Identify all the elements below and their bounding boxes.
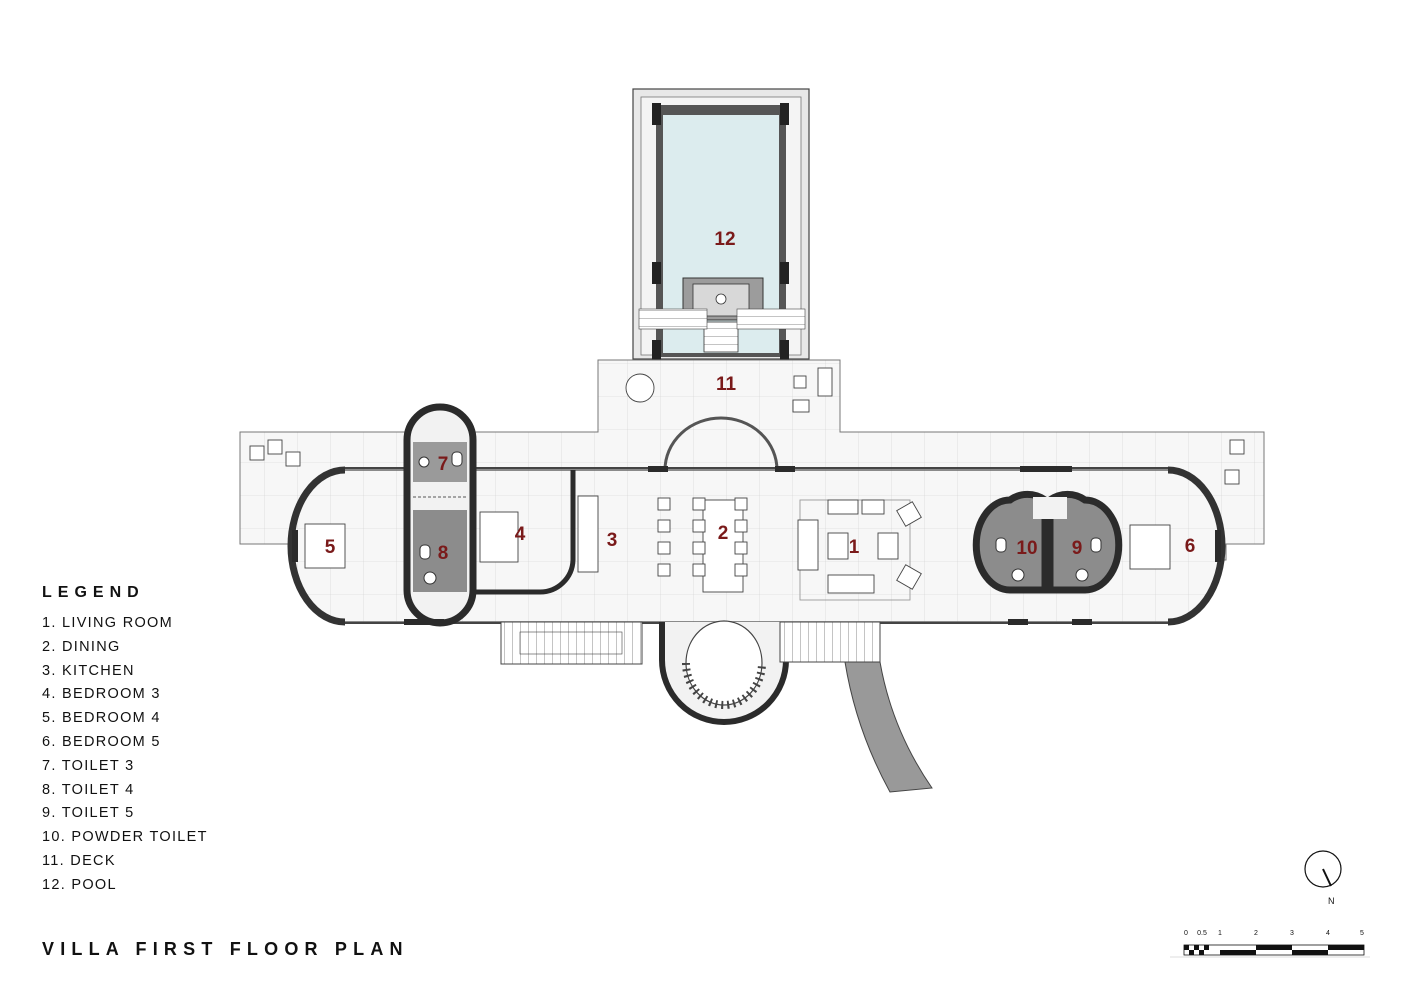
east-curved-wall xyxy=(1167,466,1226,626)
wall-stubs xyxy=(292,466,1221,625)
legend-item: 1. LIVING ROOM xyxy=(42,615,173,631)
entrance-arch xyxy=(663,416,779,471)
deck-furniture xyxy=(249,367,1245,485)
room-number-5: 5 xyxy=(325,537,336,558)
legend-item: 7. TOILET 3 xyxy=(42,757,135,774)
room-number-9: 9 xyxy=(1072,538,1083,559)
scale-tick-2: 2 xyxy=(1254,930,1258,937)
north-label: N xyxy=(1328,896,1335,906)
bedroom-3-wall xyxy=(473,470,576,595)
ramp xyxy=(779,621,933,793)
scale-tick-4: 4 xyxy=(1326,930,1330,937)
plan-title: VILLA FIRST FLOOR PLAN xyxy=(42,939,409,959)
legend: LEGEND 1. LIVING ROOM 2. DINING 3. KITCH… xyxy=(42,584,208,898)
legend-item: 10. POWDER TOILET xyxy=(42,829,208,846)
spiral-staircase xyxy=(659,620,789,725)
room-number-10: 10 xyxy=(1016,538,1037,559)
scale-tick-0: 0 xyxy=(1184,930,1188,937)
legend-list: 1. LIVING ROOM 2. DINING 3. KITCHEN 4. B… xyxy=(42,612,208,898)
room-number-7: 7 xyxy=(438,454,449,475)
scale-tick-1: 1 xyxy=(1218,930,1222,937)
legend-item: 8. TOILET 4 xyxy=(42,781,135,798)
legend-item: 2. DINING xyxy=(42,638,121,655)
scale-bar: 0 0.5 1 2 3 4 5 xyxy=(1170,930,1370,958)
room-number-4: 4 xyxy=(515,524,526,545)
legend-item: 4. BEDROOM 3 xyxy=(42,686,161,703)
service-stairs xyxy=(500,621,643,665)
room-number-6: 6 xyxy=(1185,536,1196,557)
legend-heading: LEGEND xyxy=(42,584,145,601)
legend-item: 11. DECK xyxy=(42,852,116,869)
legend-item: 6. BEDROOM 5 xyxy=(42,733,161,750)
room-number-12: 12 xyxy=(714,229,735,250)
legend-item: 3. KITCHEN xyxy=(42,662,135,679)
scale-tick-5: 5 xyxy=(1360,930,1364,937)
dining-table xyxy=(657,497,748,593)
room-number-11: 11 xyxy=(716,374,737,395)
beds xyxy=(304,511,1171,570)
north-arrow: N xyxy=(1304,850,1342,906)
room-number-8: 8 xyxy=(438,543,449,564)
living-seating xyxy=(797,499,922,601)
pool xyxy=(632,88,810,360)
scale-tick-3: 3 xyxy=(1290,930,1294,937)
legend-item: 9. TOILET 5 xyxy=(42,805,135,822)
scale-tick-0-5: 0.5 xyxy=(1197,930,1207,937)
west-curved-wall xyxy=(287,466,346,626)
legend-item: 5. BEDROOM 4 xyxy=(42,710,161,727)
toilet-9-10-block xyxy=(972,490,1123,594)
room-number-2: 2 xyxy=(718,523,729,544)
toilet-3-4-block xyxy=(403,403,477,627)
room-number-3: 3 xyxy=(607,530,618,551)
room-number-1: 1 xyxy=(849,537,860,558)
legend-item: 12. POOL xyxy=(42,876,117,893)
kitchen-counter xyxy=(577,495,599,573)
